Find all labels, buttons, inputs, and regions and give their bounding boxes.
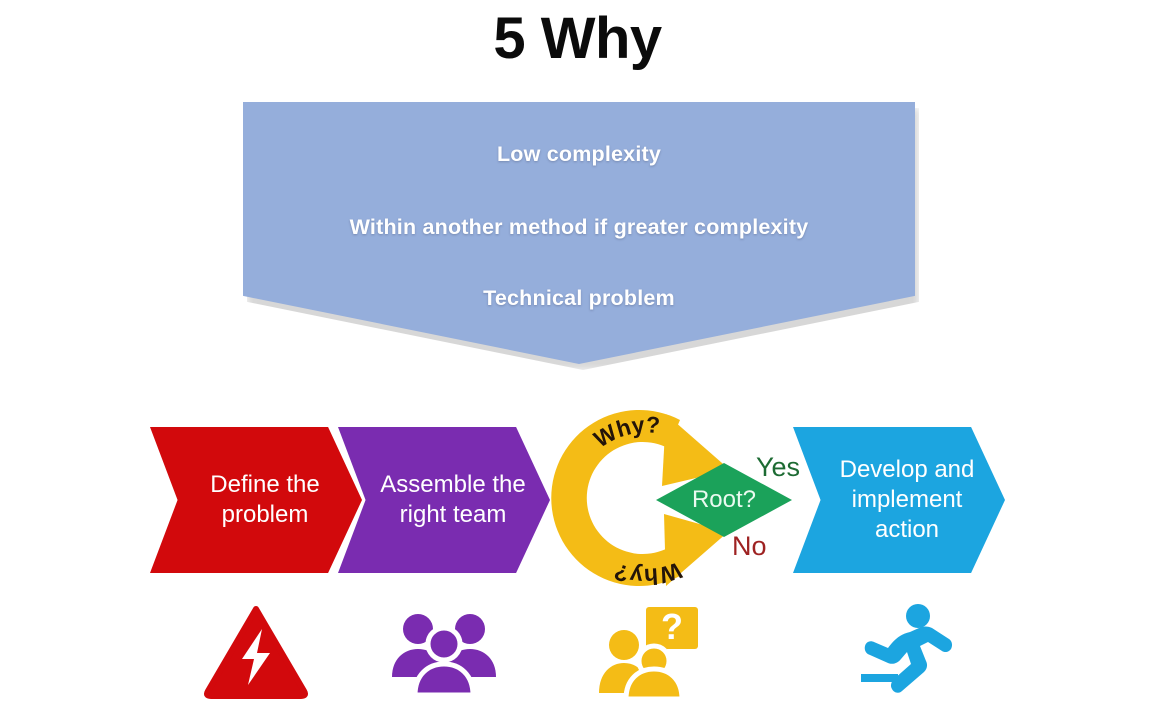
step-define-problem[interactable]: Define the problem	[150, 427, 362, 573]
step-define-problem-line2: problem	[221, 501, 309, 528]
why-loop-cycle[interactable]: Why? Why?	[548, 398, 748, 602]
step-define-problem-line1: Define the	[210, 471, 320, 498]
edge-label-no: No	[732, 531, 767, 561]
warning-triangle-icon	[186, 596, 326, 706]
step-develop-action-line2: implement	[851, 486, 963, 513]
step-assemble-team-line2: right team	[399, 501, 507, 528]
running-person-icon	[836, 596, 976, 706]
criteria-banner: Low complexity Within another method if …	[243, 102, 919, 370]
svg-text:?: ?	[661, 606, 683, 647]
why-loop-svg: Why? Why?	[551, 410, 730, 590]
why-label-top: Why?	[589, 411, 660, 452]
question-people-icon: ?	[578, 596, 718, 706]
decision-label: Root?	[691, 486, 757, 513]
step-develop-action-line3: action	[874, 516, 940, 543]
banner-line-1: Low complexity	[496, 142, 662, 166]
edge-label-yes: Yes	[756, 452, 801, 482]
why-loop-shape	[551, 410, 730, 586]
banner-line-2: Within another method if greater complex…	[349, 215, 809, 239]
people-group-icon	[374, 596, 514, 706]
step-assemble-team[interactable]: Assemble the right team	[338, 427, 550, 573]
page-title: 5 Why	[493, 6, 662, 71]
banner-text-group: Low complexity Within another method if …	[243, 102, 915, 364]
step-assemble-team-line1: Assemble the	[380, 471, 526, 498]
step-develop-action[interactable]: Develop and implement action	[793, 427, 1005, 573]
banner-line-3: Technical problem	[483, 286, 675, 310]
step-develop-action-line1: Develop and	[839, 456, 975, 483]
